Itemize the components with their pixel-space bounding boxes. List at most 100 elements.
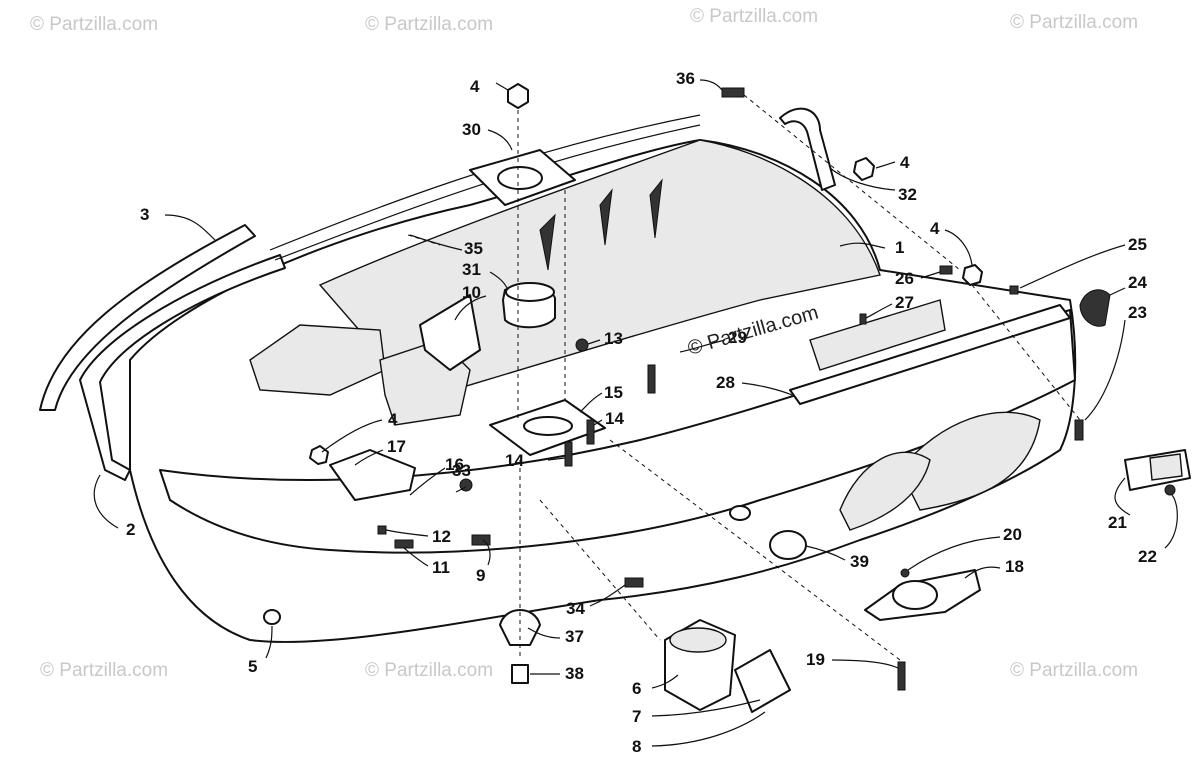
callout-32: 32 — [898, 185, 917, 204]
callout-33: 33 — [452, 461, 471, 480]
bolt-icon — [624, 577, 644, 588]
top-molding — [274, 124, 701, 261]
rivet-icon — [564, 441, 573, 467]
screw-icon — [1009, 285, 1019, 295]
gauge-face — [669, 627, 727, 653]
callout-4-top: 4 — [470, 77, 480, 96]
callout-18: 18 — [1005, 557, 1024, 576]
callout-19: 19 — [806, 650, 825, 669]
plate-hole — [497, 166, 543, 190]
callout-20: 20 — [1003, 525, 1022, 544]
boot-top — [505, 282, 555, 302]
watermark: © Partzilla.com — [1010, 12, 1138, 33]
callout-22: 22 — [1138, 547, 1157, 566]
callout-23: 23 — [1128, 303, 1147, 322]
nut-5 — [263, 609, 281, 625]
vent-slot — [539, 213, 556, 271]
callout-39: 39 — [850, 552, 869, 571]
callout-25: 25 — [1128, 235, 1147, 254]
bolt-icon — [511, 664, 529, 684]
bolt-icon — [721, 87, 745, 98]
nut-icon — [962, 264, 983, 286]
callout-3: 3 — [140, 205, 149, 224]
callout-37: 37 — [565, 627, 584, 646]
belly-pan-assembly — [129, 139, 1077, 643]
rivet-icon — [586, 419, 595, 445]
bolt-icon — [939, 265, 953, 275]
callout-4-left: 4 — [388, 410, 398, 429]
grab-handle — [779, 107, 836, 191]
hinge-bracket — [329, 449, 416, 501]
callout-8: 8 — [632, 737, 641, 756]
callout-2: 2 — [126, 520, 135, 539]
callout-17: 17 — [387, 437, 406, 456]
bolt-icon — [471, 534, 491, 546]
vent-slot — [649, 178, 663, 239]
bolt-icon — [1074, 419, 1084, 441]
watermark: © Partzilla.com — [690, 6, 818, 27]
watermark: © Partzilla.com — [1010, 660, 1138, 681]
callout-28: 28 — [716, 373, 735, 392]
screw-icon — [1164, 484, 1176, 496]
callout-34: 34 — [566, 599, 585, 618]
side-panel — [809, 299, 946, 371]
callout-7: 7 — [632, 707, 641, 726]
gauge-bezel — [734, 649, 791, 713]
callout-30: 30 — [462, 120, 481, 139]
grommet-small — [729, 505, 751, 521]
vent-slot — [599, 188, 613, 246]
front-bumper — [79, 254, 286, 481]
cable-clip — [499, 609, 541, 646]
heat-shield — [419, 294, 481, 371]
lower-plate-hole — [523, 416, 573, 436]
screw-icon — [859, 313, 867, 325]
callout-36: 36 — [676, 69, 695, 88]
screw-icon — [900, 568, 910, 578]
callout-29: 29 — [728, 328, 747, 347]
callout-15: 15 — [604, 383, 623, 402]
top-molding — [269, 114, 701, 251]
callout-1: 1 — [895, 238, 904, 257]
callout-4-right: 4 — [930, 219, 940, 238]
callout-21: 21 — [1108, 513, 1127, 532]
watermark: © Partzilla.com — [40, 660, 168, 681]
washer-icon — [377, 525, 387, 535]
grommet — [769, 530, 807, 560]
watermark: © Partzilla.com — [30, 14, 158, 35]
fastener-icon — [575, 338, 589, 352]
callout-12: 12 — [432, 527, 451, 546]
watermark: © Partzilla.com — [365, 14, 493, 35]
callout-38: 38 — [565, 664, 584, 683]
callout-10: 10 — [462, 283, 481, 302]
tail-lens — [1149, 453, 1183, 481]
watermark-layer: © Partzilla.com © Partzilla.com © Partzi… — [30, 6, 1138, 681]
callout-9: 9 — [476, 566, 485, 585]
rivet-icon — [897, 661, 906, 691]
callout-26: 26 — [895, 269, 914, 288]
bracket-cylinder — [892, 580, 938, 610]
watermark: © Partzilla.com — [365, 660, 493, 681]
rear-fin — [839, 451, 931, 531]
nut-icon — [853, 157, 875, 181]
callout-16: 16 — [445, 455, 464, 474]
side-rail — [789, 304, 1071, 405]
rivet-icon — [647, 364, 656, 394]
callouts: 1 2 3 4 4 4 4 5 6 7 8 9 10 11 12 13 14 — [93, 69, 1178, 756]
callout-11: 11 — [432, 558, 450, 577]
callout-14-upper: 14 — [605, 409, 624, 428]
reflector — [1079, 289, 1111, 327]
callout-13: 13 — [604, 329, 623, 348]
callout-24: 24 — [1128, 273, 1147, 292]
hardware — [309, 83, 1176, 691]
callout-5: 5 — [248, 657, 257, 676]
nut-icon — [507, 83, 529, 109]
callout-31: 31 — [462, 260, 481, 279]
alignment-lines — [407, 94, 1081, 661]
callout-14-lower: 14 — [505, 451, 524, 470]
callout-27: 27 — [895, 293, 914, 312]
trim-rail — [39, 224, 256, 411]
callout-6: 6 — [632, 679, 641, 698]
bolt-icon — [394, 539, 414, 549]
rear-fin — [899, 411, 1041, 511]
